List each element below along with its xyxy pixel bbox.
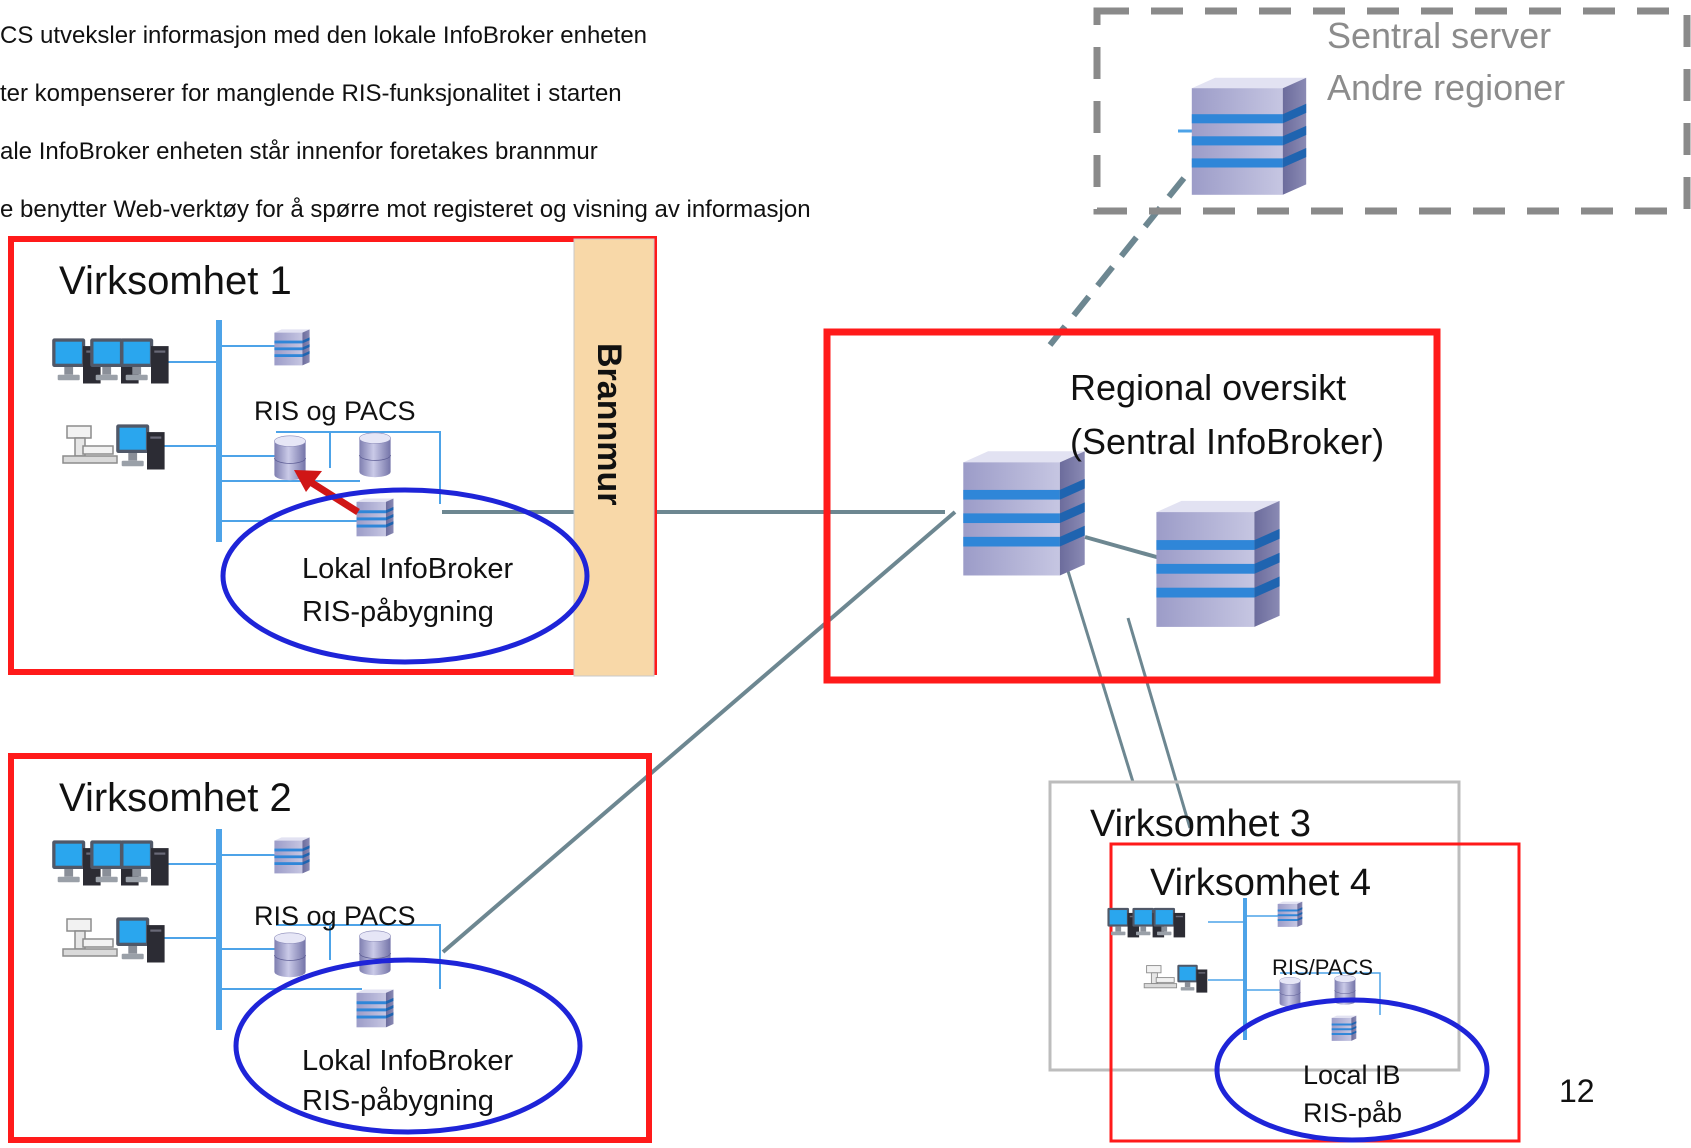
virksomhet-3-title: Virksomhet 3 [1090, 803, 1311, 845]
regional-overview-title: Regional oversikt [1070, 367, 1346, 408]
infobroker-ellipse-4 [1214, 997, 1490, 1143]
lan-links [160, 854, 441, 990]
infobroker-sublabel-2: RIS-påbygning [302, 1085, 494, 1117]
network-links [441, 510, 1192, 954]
bullet-text: CS utveksler informasjon med den lokale … [0, 22, 647, 49]
link-regional-central-dashed [1047, 166, 1195, 347]
infobroker-server-icon [356, 498, 394, 537]
infobroker-ellipse-2 [233, 957, 583, 1135]
virksomhet-4-box [1109, 842, 1521, 1143]
ris-pacs-label: RIS/PACS [1272, 955, 1373, 980]
regional-server-icon [1156, 500, 1280, 627]
virksomhet-4-lan [1107, 898, 1381, 1041]
desktop-computer-icon [116, 917, 165, 963]
link-regional-servers [1084, 535, 1161, 560]
virksomhet-4-title: Virksomhet 4 [1150, 862, 1371, 904]
desktop-computer-icon [1153, 907, 1186, 938]
virksomhet-2-lan [52, 829, 441, 1030]
virksomhet-1-title: Virksomhet 1 [59, 259, 292, 303]
regional-overview-subtitle: (Sentral InfoBroker) [1070, 421, 1384, 462]
server-icon [274, 329, 310, 366]
database-icon [359, 930, 391, 976]
ris-pacs-label: RIS og PACS [254, 901, 416, 931]
page-number: 12 [1559, 1073, 1595, 1109]
bullet-text: e benytter Web-verktøy for å spørre mot … [0, 196, 811, 223]
infobroker-label-1: Lokal InfoBroker [302, 553, 514, 585]
medical-workstation-icon [62, 918, 118, 957]
desktop-computer-icon [120, 338, 169, 384]
bullet-text: ter kompenserer for manglende RIS-funksj… [0, 80, 622, 107]
infobroker-server-icon [1331, 1015, 1357, 1041]
virksomhet-1-lan [52, 320, 441, 542]
desktop-computer-icon [116, 424, 165, 470]
infobroker-server-icon [356, 989, 394, 1028]
medical-workstation-icon [1143, 965, 1178, 989]
firewall-label: Brannmur [590, 343, 628, 505]
central-server-icon [1191, 77, 1307, 195]
link-v2-regional [441, 510, 957, 954]
database-icon [274, 932, 306, 978]
virksomhet-2-title: Virksomhet 2 [59, 776, 292, 820]
infobroker-label-4: Local IB [1303, 1060, 1401, 1090]
regional-overview-box [823, 328, 1441, 684]
virksomhet-2-box [8, 753, 652, 1143]
desktop-computer-icon [1177, 964, 1208, 993]
infobroker-label-2: Lokal InfoBroker [302, 1045, 514, 1077]
bullet-text: ale InfoBroker enheten står innenfor for… [0, 138, 598, 165]
virksomhet-3-box [1048, 780, 1461, 1072]
database-icon [359, 432, 391, 478]
central-server-label: Sentral server [1327, 15, 1551, 56]
link-regional-v4 [1126, 617, 1192, 829]
firewall-bar [573, 238, 655, 677]
medical-workstation-icon [62, 425, 118, 464]
server-icon [1277, 901, 1303, 927]
infobroker-ellipse-1 [220, 487, 590, 665]
server-icon [274, 837, 310, 874]
link-regional-v3 [1062, 557, 1135, 783]
desktop-computer-icon [120, 840, 169, 886]
central-infobroker-server-icon [963, 451, 1085, 576]
central-server-sublabel: Andre regioner [1327, 67, 1565, 108]
lan-links [160, 345, 441, 522]
infobroker-sublabel-4: RIS-påb [1303, 1098, 1402, 1128]
lan-links [1208, 915, 1381, 1015]
central-server-box [1093, 7, 1691, 215]
database-icon [1279, 976, 1301, 1008]
infobroker-sublabel-1: RIS-påbygning [302, 596, 494, 628]
red-arrow-head-icon [294, 470, 322, 492]
ris-pacs-label: RIS og PACS [254, 396, 416, 426]
